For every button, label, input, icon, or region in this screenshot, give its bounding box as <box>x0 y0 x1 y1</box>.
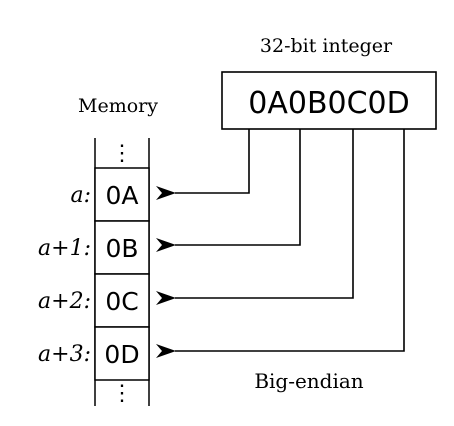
arrow-byte-1 <box>156 129 301 252</box>
memory-cell-2 <box>94 273 150 328</box>
memory-title: Memory <box>78 95 158 117</box>
memory-address-0: a: <box>70 183 91 208</box>
memory-byte-3: 0D <box>104 340 139 369</box>
integer-title: 32-bit integer <box>260 35 393 57</box>
memory-cell-1 <box>94 220 150 275</box>
memory-cell-0 <box>94 167 150 222</box>
memory-byte-1: 0B <box>105 234 138 263</box>
memory-cell-3 <box>94 326 150 381</box>
diagram-caption: Big-endian <box>254 369 363 393</box>
arrow-byte-0 <box>156 129 250 200</box>
arrow-byte-3 <box>156 129 405 358</box>
integer-box <box>221 71 437 130</box>
memory-ellipsis-bottom: ⋮ <box>111 381 133 406</box>
memory-address-1: a+1: <box>38 236 91 261</box>
memory-address-3: a+3: <box>38 342 91 367</box>
memory-ellipsis-top: ⋮ <box>111 141 133 166</box>
memory-byte-2: 0C <box>105 287 138 316</box>
memory-byte-0: 0A <box>105 181 138 210</box>
integer-value: 0A0B0C0D <box>248 86 410 121</box>
arrow-byte-2 <box>156 129 354 305</box>
memory-address-2: a+2: <box>38 289 91 314</box>
